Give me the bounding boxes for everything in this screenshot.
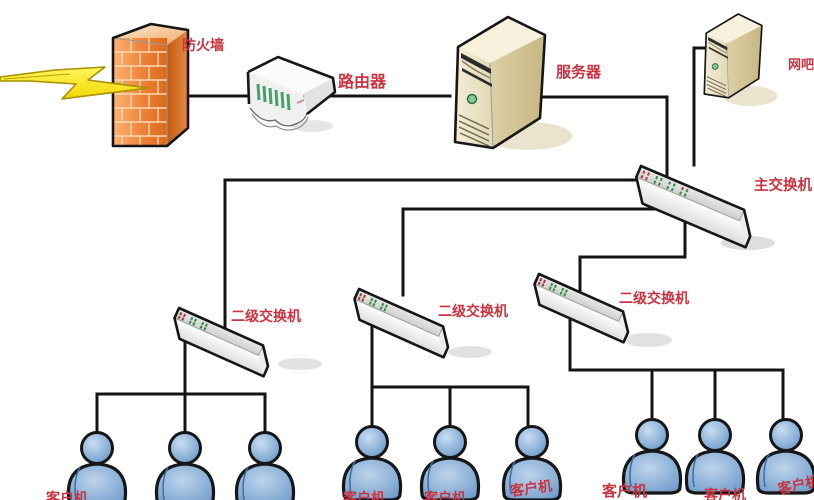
client-label: 客户机 [703,487,746,500]
client-icon [419,424,481,500]
client-label: 客户机 [508,477,553,500]
client-icon [154,430,216,500]
secondary-switch-3-label: 二级交换机 [619,290,689,307]
client-icon [684,417,746,495]
secondary-switch-2-label: 二级交换机 [438,303,508,320]
links-clients-middle [370,310,530,433]
link-cafe-main-switch [692,46,710,167]
router-label: 路由器 [338,72,387,91]
link-main-switch-secondary-2 [401,207,672,297]
link-main-switch-secondary-3 [578,201,687,294]
main-switch-node [626,164,761,249]
secondary-switch-2-node [346,287,457,359]
internet-cafe-label: 网吧 [788,58,814,73]
client-icon [341,424,403,500]
client-icon [66,430,128,500]
client-label: 客户机 [342,490,385,500]
lightning-bolt-icon [0,66,149,100]
secondary-switch-1-label: 二级交换机 [231,308,301,325]
client-icon [234,430,296,500]
link-main-switch-secondary-1 [223,178,652,332]
client-label: 客户机 [423,490,466,500]
client-label: 客户机 [601,482,647,500]
links-clients-left [95,333,267,439]
client-group-left [66,430,296,500]
router-ports [256,83,291,111]
main-switch-label: 主交换机 [754,176,812,194]
firewall-label: 防火墙 [182,37,224,54]
network-links [95,46,785,439]
link-server-main-switch [518,95,669,187]
router-node [246,55,337,131]
server-label: 服务器 [556,63,602,81]
internet-cafe-pc-node [703,13,763,99]
client-label: 客户机 [45,490,88,500]
